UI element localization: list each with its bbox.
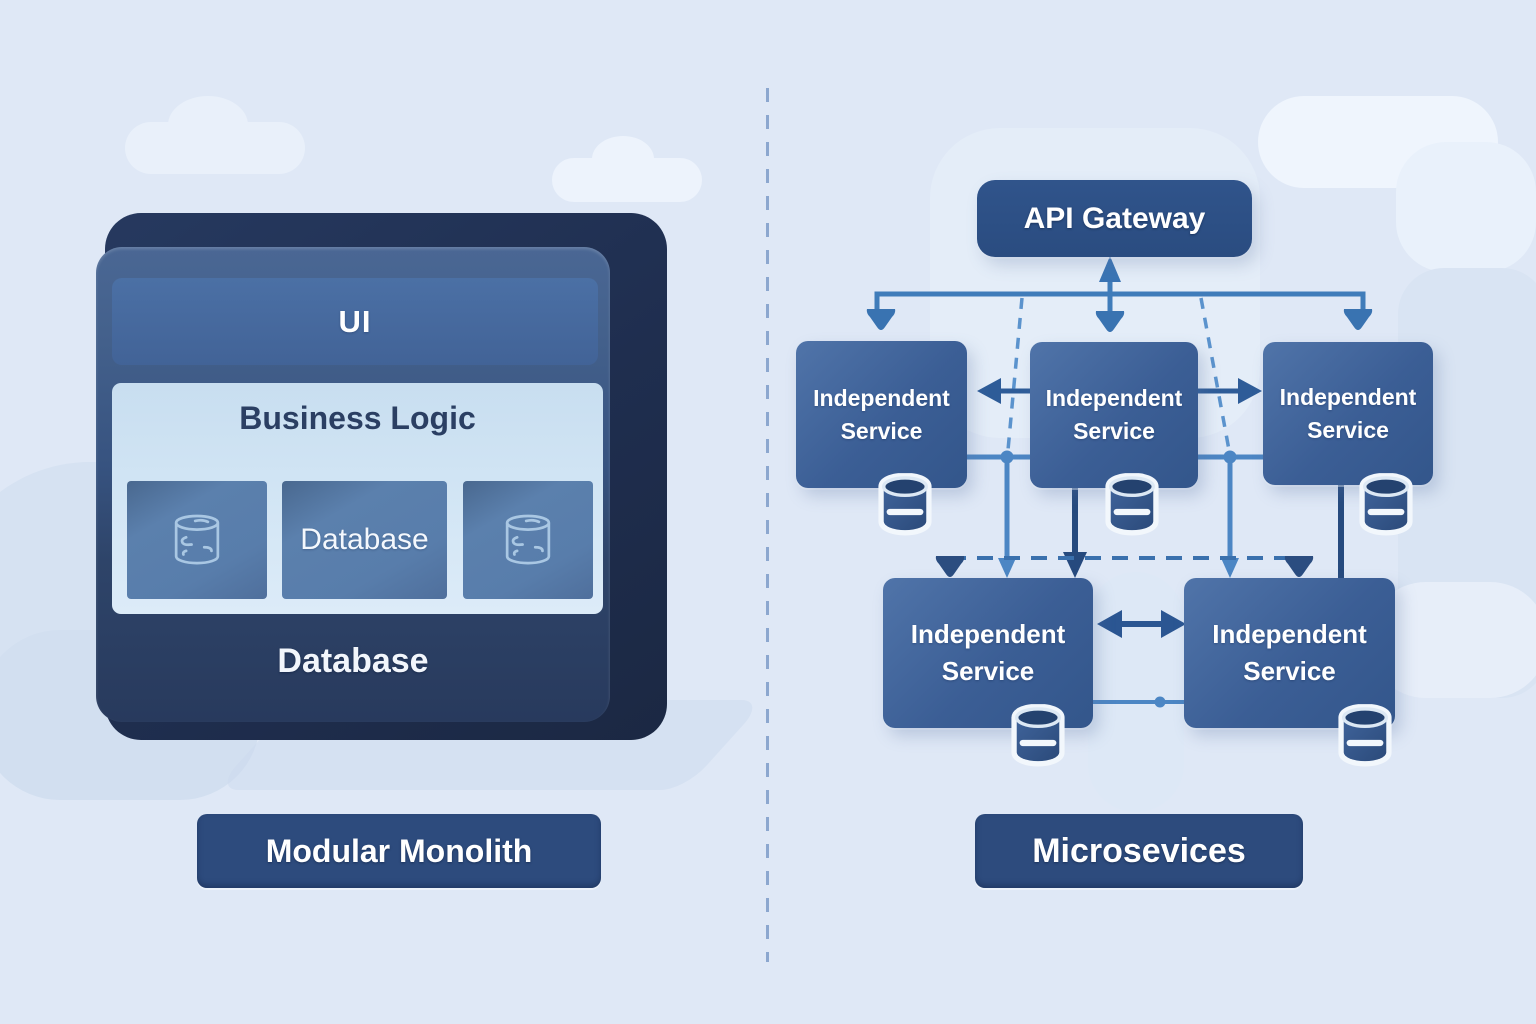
- monolith-database-label: Database: [277, 642, 429, 680]
- api-gateway-label: API Gateway: [1023, 201, 1206, 235]
- arrowhead-down: [998, 558, 1016, 578]
- service-box-1: Independent Service: [796, 341, 967, 488]
- arrowhead-down-dark: [1063, 552, 1087, 578]
- service-box-3: Independent Service: [1263, 342, 1433, 485]
- service-label: Independent Service: [910, 619, 1066, 686]
- service-box-2: Independent Service: [1030, 342, 1198, 488]
- database-icon: [1103, 473, 1161, 537]
- module-box-database: Database: [282, 481, 447, 599]
- module-box-left: [127, 481, 267, 599]
- api-gateway-box: API Gateway: [977, 180, 1252, 257]
- junction-dot: [1154, 696, 1166, 708]
- arrowhead-right: [1161, 610, 1186, 638]
- database-icon: [876, 473, 934, 537]
- business-logic-title: Business Logic: [239, 400, 476, 436]
- service-box-4: Independent Service: [883, 578, 1093, 728]
- arrow-up-to-gateway: [1099, 256, 1121, 282]
- service-label: Independent Service: [1279, 383, 1417, 443]
- arrowhead-into-service-1: [866, 309, 896, 330]
- microservices-caption: Microsevices: [975, 814, 1303, 888]
- module-box-right: [463, 481, 593, 599]
- service-label: Independent Service: [813, 384, 950, 444]
- database-icon: [1357, 473, 1415, 537]
- arrowhead-into-service-3: [1343, 309, 1373, 330]
- database-icon: [1336, 704, 1394, 768]
- arrowhead-left: [977, 378, 1001, 404]
- section-divider-dashed-line: [766, 88, 769, 962]
- dashed-diagonal-line: [1006, 297, 1024, 451]
- arrowhead-down: [1221, 558, 1239, 578]
- arrowhead-into-service-4: [935, 556, 965, 577]
- database-icon: [1009, 704, 1067, 768]
- modular-monolith-caption: Modular Monolith: [197, 814, 601, 888]
- gateway-bus-line: [874, 291, 1366, 312]
- arrowhead-into-service-2: [1095, 311, 1125, 332]
- caption-text: Modular Monolith: [265, 832, 533, 869]
- service-label: Independent Service: [1212, 619, 1367, 686]
- arrowhead-into-service-5: [1284, 556, 1314, 577]
- service-label: Independent Service: [1045, 385, 1183, 444]
- dashed-diagonal-line: [1199, 297, 1231, 451]
- arrowhead-left: [1097, 610, 1122, 638]
- ui-layer-label: UI: [338, 303, 372, 339]
- module-database-label: Database: [300, 523, 429, 556]
- arrowhead-right: [1238, 378, 1262, 404]
- service-box-5: Independent Service: [1184, 578, 1395, 728]
- caption-text: Microsevices: [1032, 831, 1246, 870]
- monolith-ui-layer: UI: [112, 278, 598, 365]
